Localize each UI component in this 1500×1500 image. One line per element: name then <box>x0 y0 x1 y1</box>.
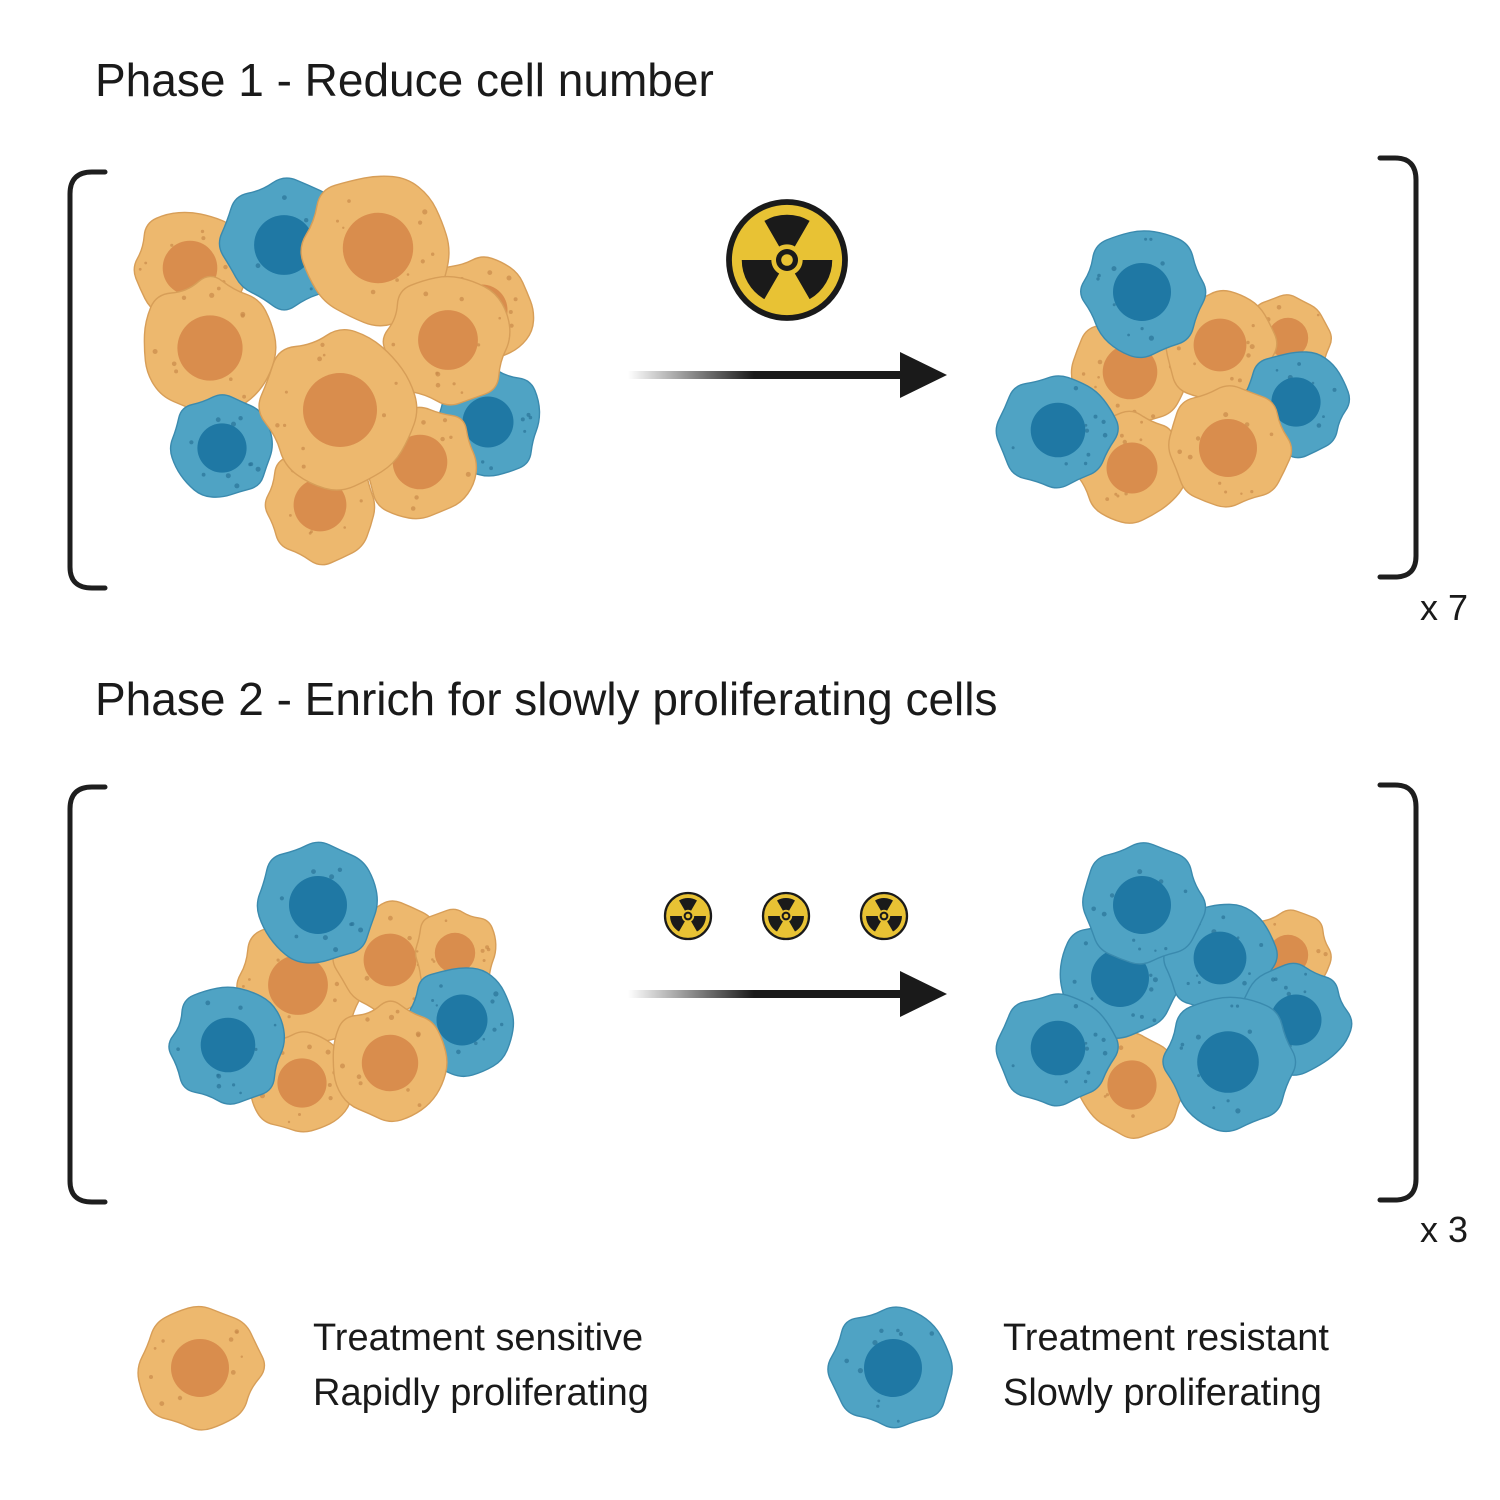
resistant-cell-nucleus <box>1193 931 1247 985</box>
resistant-cell-nucleus <box>1197 1031 1259 1093</box>
resistant-cell <box>1082 842 1207 965</box>
resistant-cell <box>256 841 378 964</box>
sensitive-cell-nucleus <box>1107 1060 1157 1110</box>
legend-sensitive-line1: Treatment sensitive <box>313 1317 643 1359</box>
resistant-cell <box>1162 996 1297 1133</box>
resistant-cell-nucleus <box>1271 377 1321 427</box>
resistant-cell-nucleus <box>1030 1020 1086 1076</box>
phase1-title: Phase 1 - Reduce cell number <box>95 54 714 106</box>
resistant-cell-nucleus <box>289 876 347 934</box>
phase2-radiation-icon-2 <box>761 891 811 941</box>
sensitive-cell-nucleus <box>1106 442 1158 494</box>
sensitive-cell-nucleus <box>342 212 414 284</box>
sensitive-cell <box>137 1305 266 1431</box>
sensitive-cell <box>258 329 418 491</box>
resistant-cell <box>168 986 286 1105</box>
phase1-repeat-label: x 7 <box>1420 587 1468 628</box>
sensitive-cell <box>332 1000 448 1123</box>
phase1-after-cluster <box>995 230 1351 524</box>
phase2-left-bracket <box>67 784 108 1205</box>
legend-resistant-line2: Slowly proliferating <box>1003 1372 1322 1414</box>
legend-resistant-cell-icon <box>827 1306 953 1429</box>
phase2-after-cluster <box>995 842 1353 1140</box>
phase2-radiation-icon-3 <box>859 891 909 941</box>
sensitive-cell-nucleus <box>293 478 347 532</box>
sensitive-cell-nucleus <box>1193 318 1247 372</box>
resistant-cell-nucleus <box>1113 263 1171 321</box>
legend-sensitive-cell-icon <box>137 1305 266 1431</box>
resistant-cell-nucleus <box>864 1339 922 1397</box>
sensitive-cell-nucleus <box>268 955 328 1015</box>
phase1-right-bracket <box>1377 155 1419 580</box>
resistant-cell <box>995 375 1119 489</box>
phase2-treatment-arrow <box>628 971 947 1017</box>
legend-resistant-line1: Treatment resistant <box>1003 1317 1329 1359</box>
sensitive-cell-nucleus <box>1199 419 1257 477</box>
sensitive-cell <box>1168 385 1293 508</box>
resistant-cell-nucleus <box>1113 876 1171 934</box>
phase2-repeat-label: x 3 <box>1420 1209 1468 1250</box>
phase2-title: Phase 2 - Enrich for slowly proliferatin… <box>95 673 997 725</box>
phase1-before-cluster <box>133 175 541 566</box>
resistant-cell <box>1080 230 1207 359</box>
phase1-left-bracket <box>67 169 108 591</box>
sensitive-cell-nucleus <box>363 933 417 987</box>
resistant-cell <box>995 993 1119 1107</box>
sensitive-cell-nucleus <box>1102 344 1158 400</box>
sensitive-cell-nucleus <box>1267 317 1309 359</box>
sensitive-cell <box>143 275 277 417</box>
phase1-radiation-icon <box>726 199 848 321</box>
sensitive-cell-nucleus <box>434 932 476 974</box>
resistant-cell-nucleus <box>462 396 514 448</box>
sensitive-cell-nucleus <box>418 310 478 370</box>
resistant-cell-nucleus <box>200 1017 256 1073</box>
resistant-cell <box>827 1306 953 1429</box>
resistant-cell-nucleus <box>254 215 314 275</box>
resistant-cell <box>169 394 273 498</box>
sensitive-cell-nucleus <box>361 1034 419 1092</box>
sensitive-cell-nucleus <box>177 315 243 381</box>
sensitive-cell-nucleus <box>303 373 377 447</box>
sensitive-cell-nucleus <box>392 434 448 490</box>
resistant-cell-nucleus <box>197 423 247 473</box>
phase1-treatment-arrow <box>628 352 947 398</box>
phase2-before-cluster <box>168 841 515 1133</box>
sensitive-cell-nucleus <box>171 1339 229 1397</box>
resistant-cell-nucleus <box>1030 402 1086 458</box>
sensitive-cell-nucleus <box>277 1058 327 1108</box>
resistant-cell-nucleus <box>436 994 488 1046</box>
phase2-radiation-icon-1 <box>663 891 713 941</box>
phase2-right-bracket <box>1377 782 1419 1203</box>
sensitive-cell <box>382 275 511 406</box>
legend-sensitive-line2: Rapidly proliferating <box>313 1372 649 1414</box>
